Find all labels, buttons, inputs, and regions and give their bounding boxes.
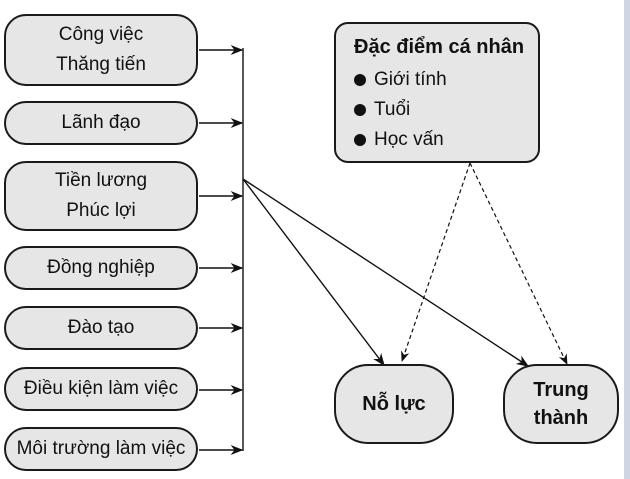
bullet-icon [354, 134, 366, 146]
factor-cong-viec-thang-tien: Công việc Thăng tiến [4, 14, 198, 86]
factor-line: Đồng nghiệp [47, 257, 155, 278]
factor-line: Tiền lương [54, 170, 148, 191]
factor-lanh-dao: Lãnh đạo [4, 101, 198, 145]
factor-line: Công việc [58, 24, 144, 45]
factor-dong-nghiep: Đồng nghiệp [4, 246, 198, 290]
personal-item: Học vấn [354, 125, 444, 155]
factor-line: Đào tạo [67, 317, 135, 338]
personal-item: Tuổi [354, 95, 410, 125]
outcome-no-luc: Nỗ lực [334, 364, 454, 444]
outcome-line: Trung [533, 379, 589, 401]
personal-item: Giới tính [354, 65, 447, 95]
personal-item-label: Tuổi [374, 99, 411, 120]
outcome-line: Nỗ lực [362, 393, 426, 415]
bullet-icon [354, 74, 366, 86]
personal-item-label: Giới tính [374, 69, 447, 90]
arrow-to-trung-thanh [242, 178, 530, 367]
dashed-arrow-to-no-luc [401, 162, 471, 363]
dashed-arrow-to-trung-thanh [469, 162, 568, 365]
bullet-icon [354, 104, 366, 116]
factor-dieu-kien-lam-viec: Điều kiện làm việc [4, 367, 198, 411]
factor-line: Môi trường làm việc [16, 438, 186, 459]
personal-characteristics-box: Đặc điểm cá nhân Giới tính Tuổi Học vấn [334, 22, 540, 163]
page-edge [624, 0, 630, 479]
personal-title: Đặc điểm cá nhân [354, 36, 525, 58]
outcome-line: thành [533, 407, 589, 429]
personal-item-label: Học vấn [374, 129, 444, 150]
factor-line: Thăng tiến [56, 54, 146, 75]
factor-moi-truong-lam-viec: Môi trường làm việc [4, 427, 198, 471]
outcome-trung-thanh: Trung thành [503, 364, 619, 444]
arrow-to-no-luc [242, 178, 385, 367]
factor-line: Phúc lợi [66, 200, 136, 221]
factor-line: Lãnh đạo [61, 112, 141, 133]
factor-line: Điều kiện làm việc [23, 378, 179, 399]
factor-dao-tao: Đào tạo [4, 306, 198, 350]
factor-tien-luong-phuc-loi: Tiền lương Phúc lợi [4, 161, 198, 231]
